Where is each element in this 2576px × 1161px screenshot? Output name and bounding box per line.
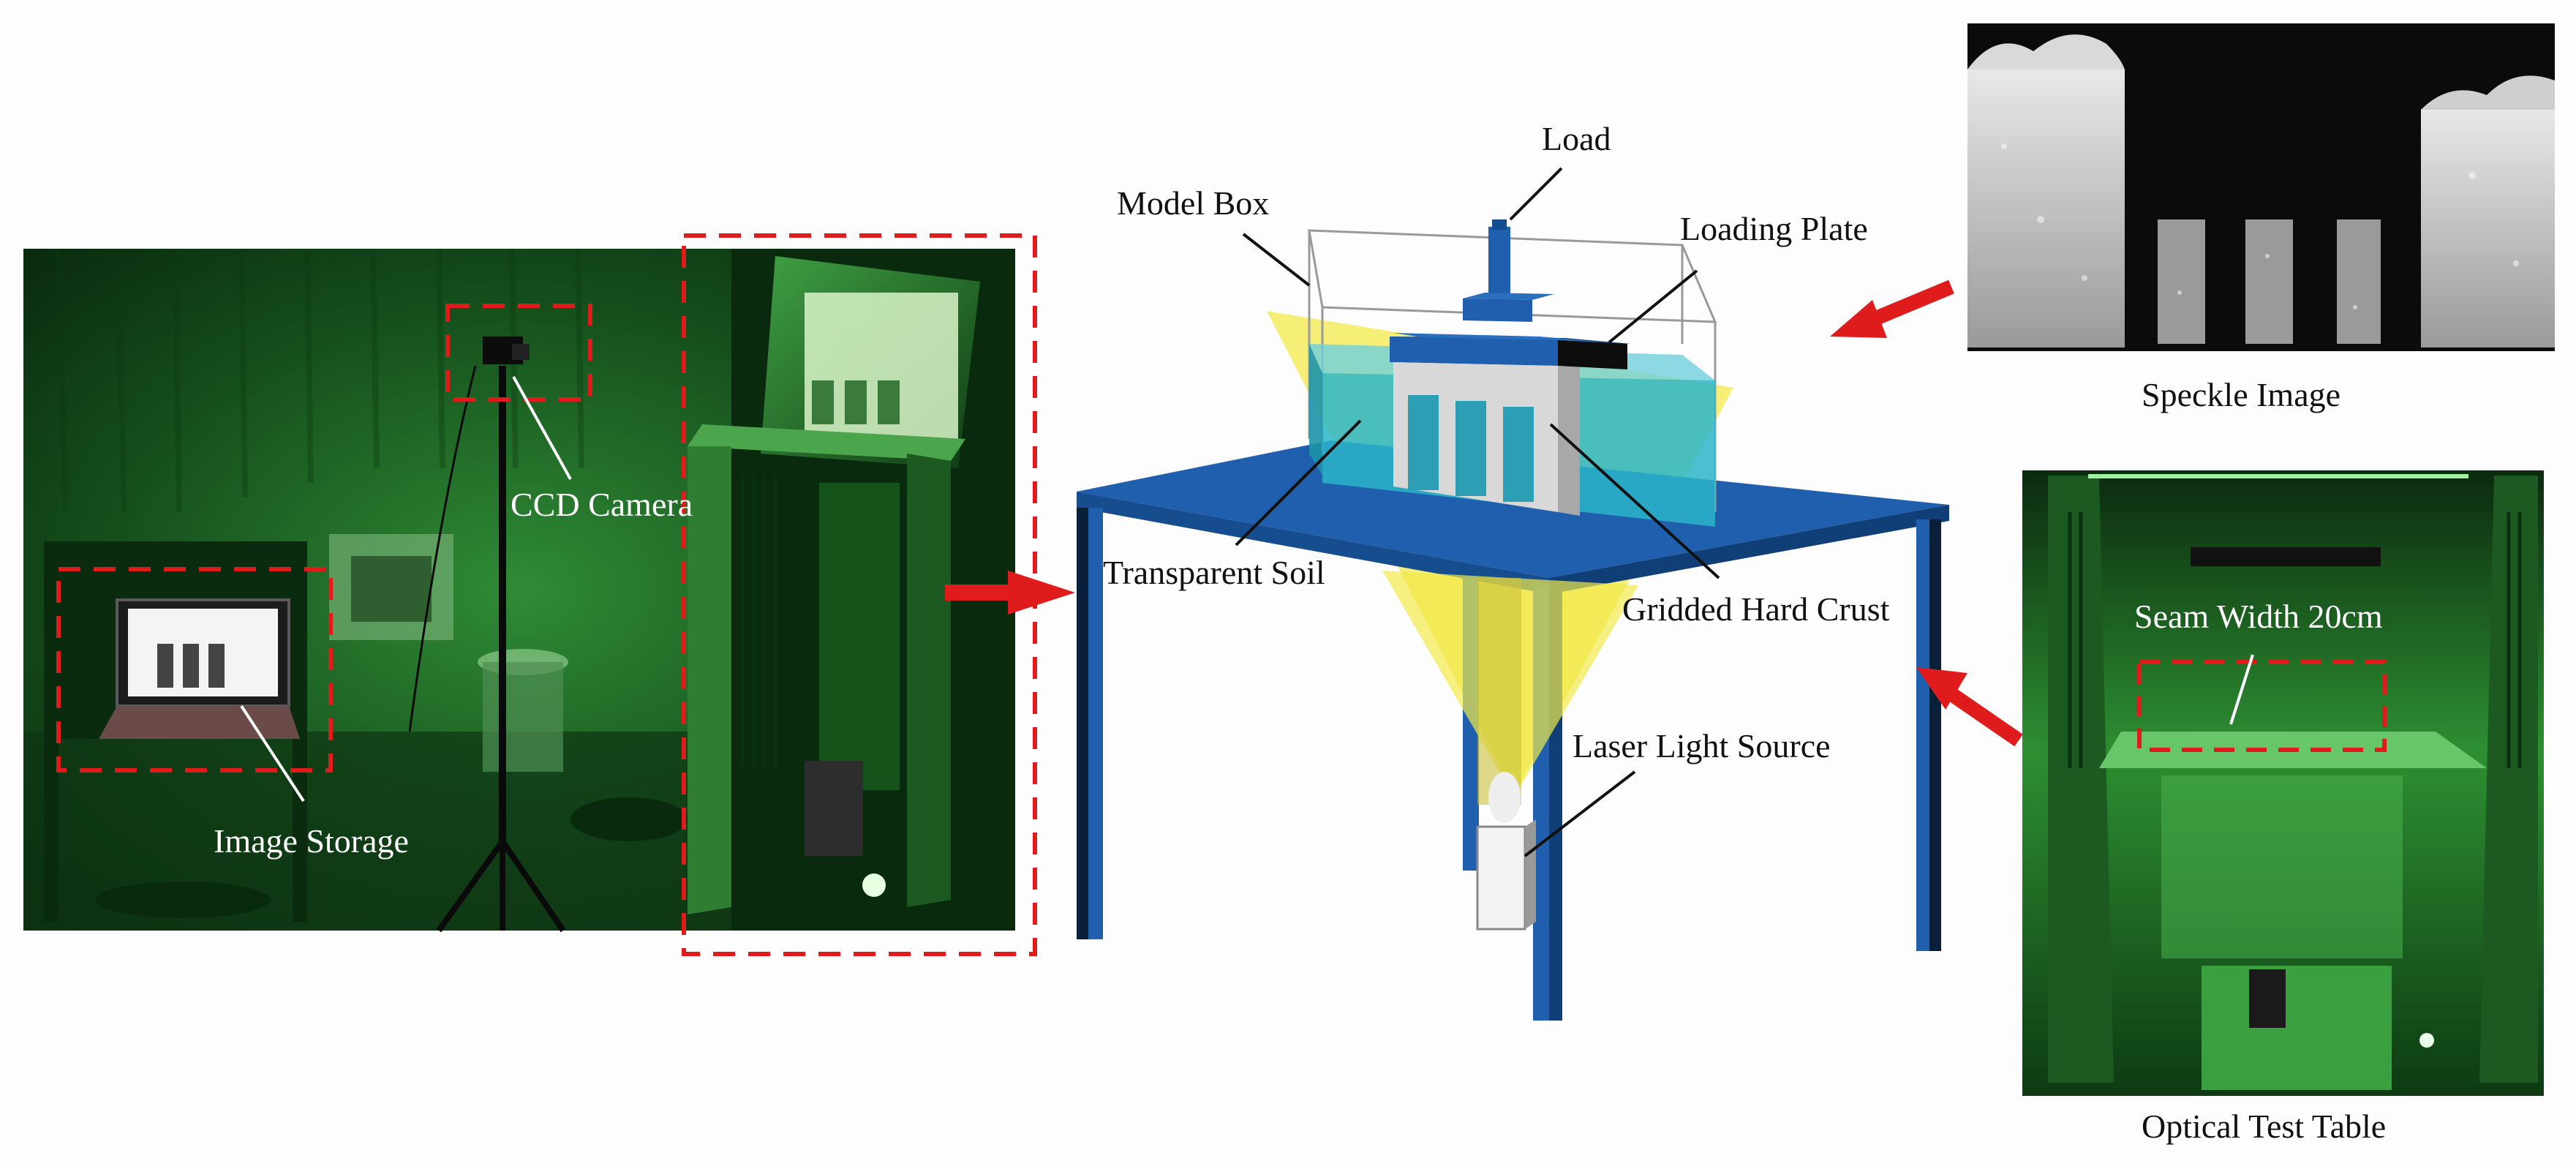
storage-highlight-box <box>56 567 333 773</box>
gridded-crust-label: Gridded Hard Crust <box>1622 590 1890 628</box>
load-leader-line <box>1509 167 1563 221</box>
gridded-crust-leader-line <box>1549 423 1720 579</box>
model-box-label: Model Box <box>1117 184 1269 222</box>
loading-plate <box>1390 333 1631 369</box>
ccd-camera <box>408 337 566 933</box>
loading-plate-leader-line <box>1608 269 1698 344</box>
seam-leader-line <box>2229 654 2254 725</box>
speckle-image <box>1967 23 2555 351</box>
load <box>1463 219 1554 322</box>
model-rack-photo <box>688 249 1015 931</box>
laser-leader-line <box>1524 770 1636 857</box>
camera-leader-line <box>512 376 572 480</box>
arrow-from-optical <box>1916 667 2023 747</box>
camera-highlight-box <box>445 304 592 402</box>
model-box-leader-line <box>1242 233 1311 287</box>
laser-light-source <box>1476 772 1536 931</box>
storage-label: Image Storage <box>214 822 409 860</box>
laptop <box>99 598 300 739</box>
seam-label: Seam Width 20cm <box>2134 598 2383 635</box>
speckle-caption: Speckle Image <box>2142 376 2340 413</box>
model-schematic: Load Model Box Loading Plate Transparent… <box>1077 120 1949 1021</box>
storage-leader-line <box>240 705 305 803</box>
arrow-to-speckle <box>1830 279 1954 338</box>
camera-label: CCD Camera <box>511 486 693 523</box>
loading-plate-label: Loading Plate <box>1680 210 1868 247</box>
laser-label: Laser Light Source <box>1573 727 1831 764</box>
transparent-soil-leader-line <box>1235 419 1362 546</box>
load-label: Load <box>1542 120 1611 157</box>
table-top <box>1077 440 1949 578</box>
seam-highlight-box <box>2137 660 2387 752</box>
optical-test-table-photo <box>2022 470 2544 1096</box>
transparent-soil-label: Transparent Soil <box>1103 554 1325 591</box>
arrow-to-model <box>945 571 1075 615</box>
optical-caption: Optical Test Table <box>2142 1108 2386 1145</box>
